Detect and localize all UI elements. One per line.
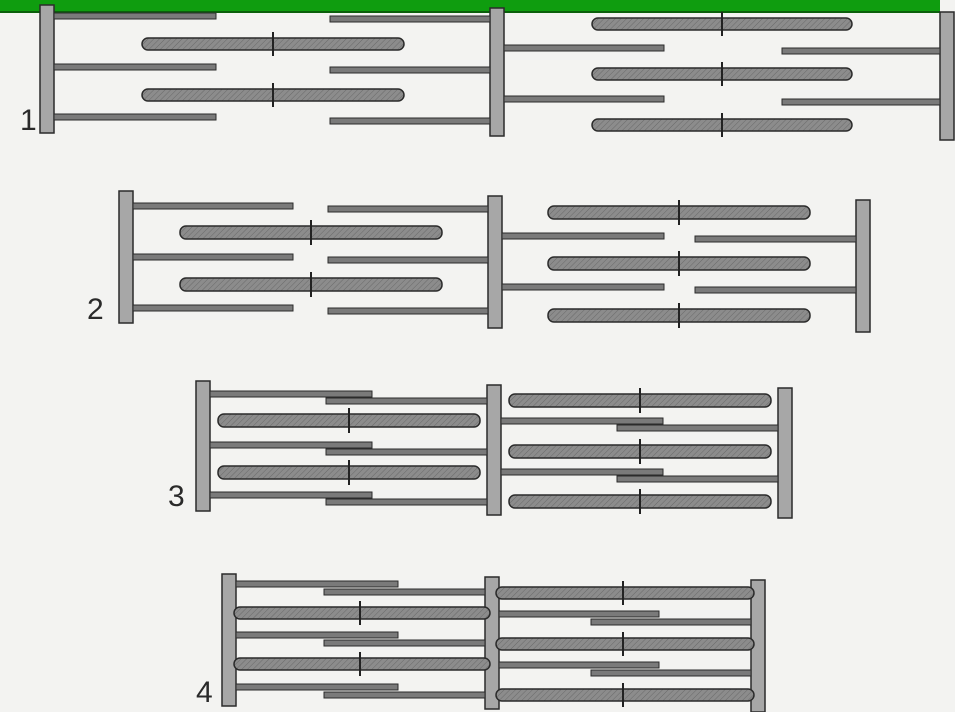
thin-filament: [133, 203, 293, 209]
thick-filament: [234, 607, 490, 619]
stage-label-2: 2: [87, 293, 104, 327]
thin-filament: [330, 16, 490, 22]
z-disc: [40, 5, 54, 133]
thin-filament: [326, 499, 487, 505]
z-disc: [856, 200, 870, 332]
thin-filament: [324, 589, 485, 595]
thin-filament: [328, 206, 488, 212]
thin-filament: [210, 391, 372, 397]
thin-filament: [330, 118, 490, 124]
thin-filament: [324, 640, 485, 646]
z-disc: [490, 8, 504, 136]
thin-filament: [504, 96, 664, 102]
z-disc: [119, 191, 133, 323]
thin-filament: [501, 469, 663, 475]
stage-label-3: 3: [168, 480, 185, 514]
stage-4-sarcomeres: [222, 574, 765, 712]
z-disc: [222, 574, 236, 706]
thin-filament: [133, 305, 293, 311]
thin-filament: [502, 284, 664, 290]
thick-filament: [496, 638, 754, 650]
thin-filament: [328, 308, 488, 314]
thin-filament: [591, 619, 751, 625]
z-disc: [778, 388, 792, 518]
z-disc: [488, 196, 502, 328]
thin-filament: [210, 442, 372, 448]
z-disc: [940, 12, 954, 140]
thin-filament: [782, 99, 940, 105]
thin-filament: [54, 13, 216, 19]
thin-filament: [330, 67, 490, 73]
thin-filament: [326, 449, 487, 455]
thin-filament: [695, 287, 856, 293]
thin-filament: [502, 233, 664, 239]
stage-label-1: 1: [20, 104, 37, 138]
thin-filament: [499, 611, 659, 617]
thin-filament: [617, 476, 778, 482]
thin-filament: [617, 425, 778, 431]
thin-filament: [591, 670, 751, 676]
z-disc: [196, 381, 210, 511]
thin-filament: [210, 492, 372, 498]
thick-filament: [234, 658, 490, 670]
thin-filament: [236, 632, 398, 638]
thin-filament: [328, 257, 488, 263]
thick-filament: [496, 689, 754, 701]
stage-1-sarcomeres: [40, 5, 954, 140]
thin-filament: [499, 662, 659, 668]
thin-filament: [236, 684, 398, 690]
thin-filament: [695, 236, 856, 242]
thin-filament: [501, 418, 663, 424]
stage-3-sarcomeres: [196, 381, 792, 518]
z-disc: [487, 385, 501, 515]
thin-filament: [133, 254, 293, 260]
thin-filament: [782, 48, 940, 54]
thin-filament: [324, 692, 485, 698]
thin-filament: [504, 45, 664, 51]
thin-filament: [236, 581, 398, 587]
thin-filament: [54, 64, 216, 70]
stage-label-4: 4: [196, 676, 213, 710]
thick-filament: [496, 587, 754, 599]
thin-filament: [326, 398, 487, 404]
stage-2-sarcomeres: [119, 191, 870, 332]
thin-filament: [54, 114, 216, 120]
